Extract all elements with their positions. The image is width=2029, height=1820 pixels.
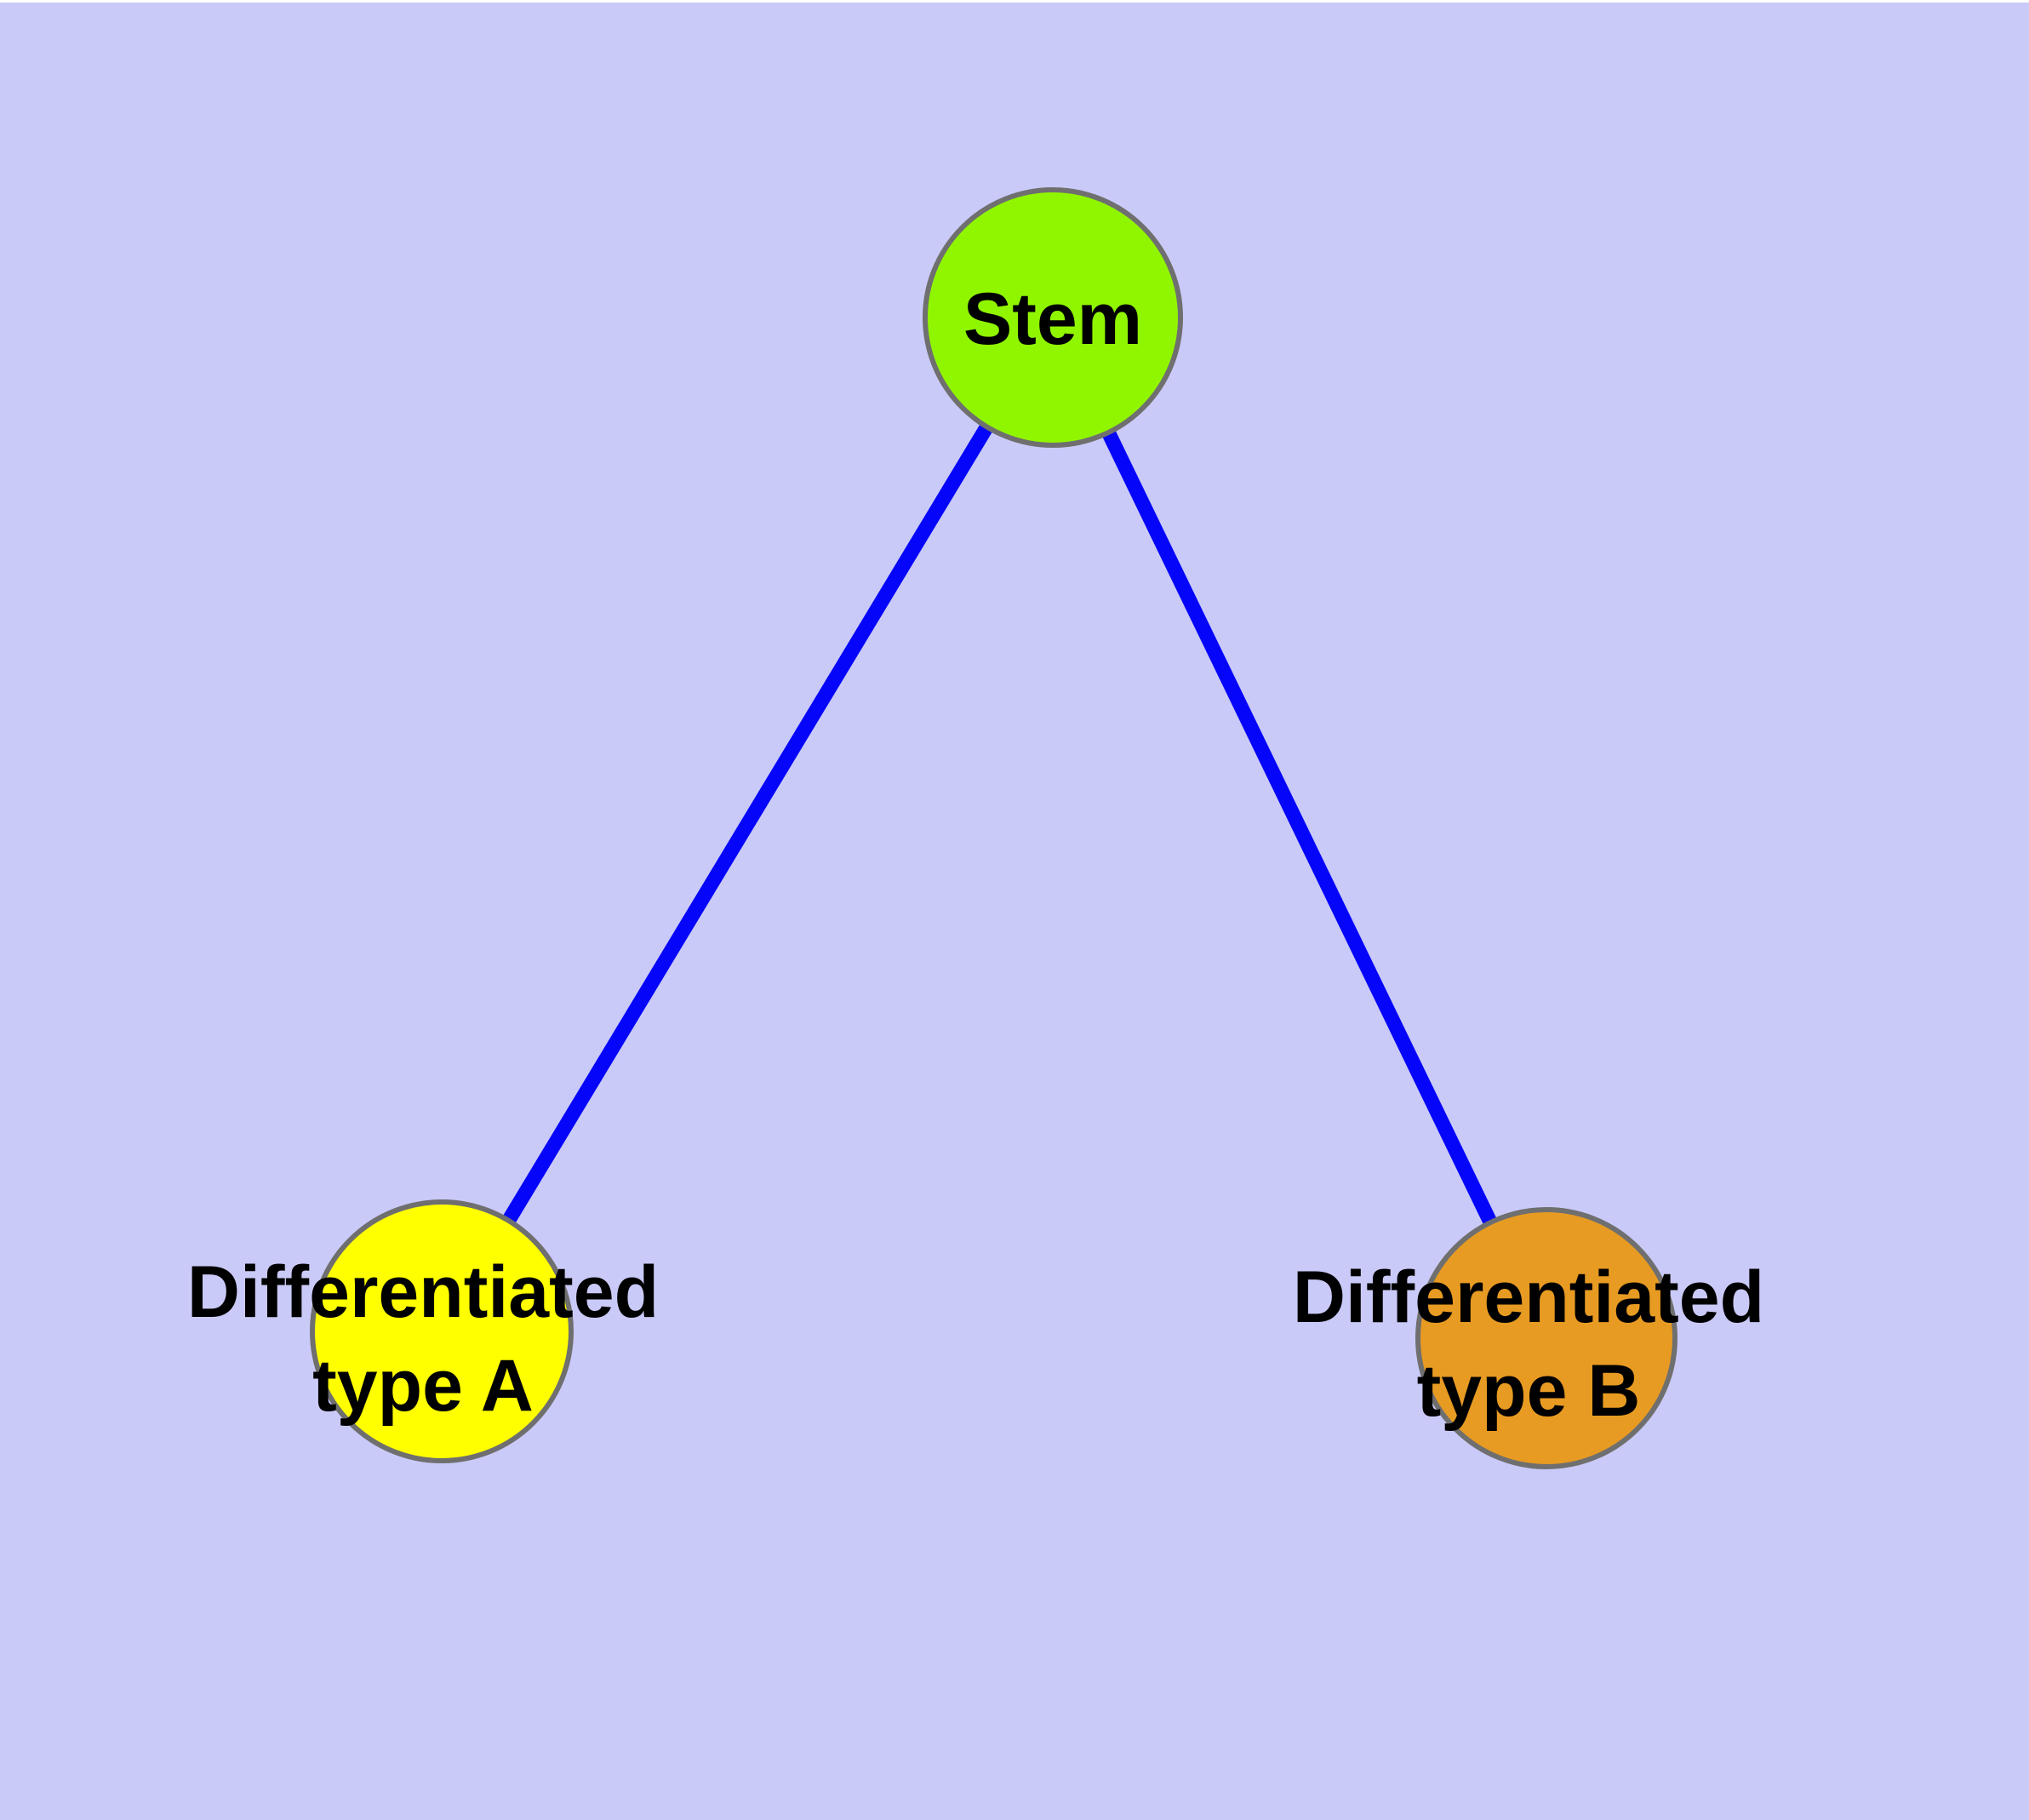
node-type-a-label-line1: Differentiated bbox=[187, 1251, 659, 1333]
node-type-b-label-line1: Differentiated bbox=[1293, 1256, 1764, 1338]
node-type-b-label-line2: type B bbox=[1417, 1350, 1641, 1432]
node-differentiated-type-a bbox=[310, 1199, 574, 1463]
node-stem bbox=[923, 187, 1183, 448]
top-border-strip bbox=[0, 0, 2029, 3]
node-differentiated-type-b bbox=[1415, 1207, 1677, 1469]
node-stem-label: Stem bbox=[963, 278, 1142, 360]
node-type-a-label-line2: type A bbox=[312, 1345, 534, 1427]
edge-stem-to-type-a bbox=[435, 313, 1060, 1336]
edge-stem-to-type-b bbox=[1046, 314, 1553, 1342]
